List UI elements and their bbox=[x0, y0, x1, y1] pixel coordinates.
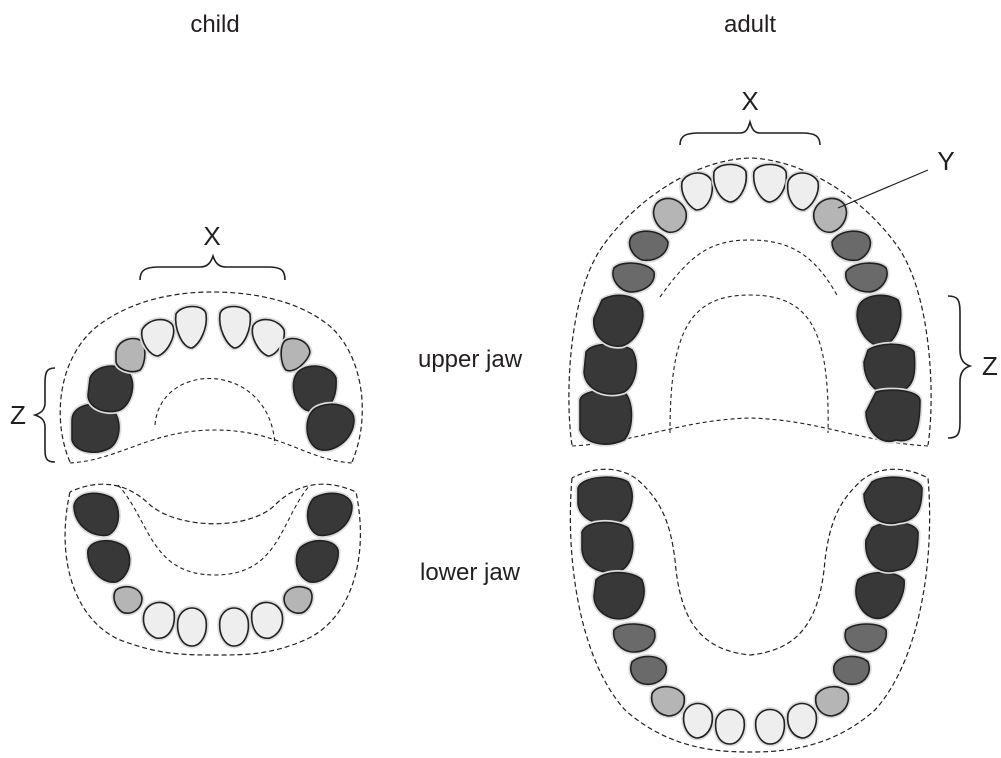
molar-tooth bbox=[594, 573, 644, 619]
adult-upper-palate-inner bbox=[670, 295, 828, 433]
adult-upper-jaw bbox=[569, 158, 931, 446]
molar-tooth bbox=[308, 493, 352, 535]
child-upper-jaw bbox=[60, 292, 362, 463]
adult-x-brace bbox=[680, 122, 820, 145]
incisor-tooth bbox=[144, 602, 175, 638]
molar-tooth bbox=[578, 477, 632, 524]
molar-tooth bbox=[864, 344, 915, 393]
molar-tooth bbox=[864, 477, 922, 523]
molar-tooth bbox=[584, 344, 636, 394]
adult-upper-teeth bbox=[580, 165, 920, 445]
child-lower-jaw bbox=[65, 484, 360, 655]
label-lower-jaw: lower jaw bbox=[420, 559, 521, 586]
adult-lower-teeth bbox=[578, 477, 922, 744]
title-child: child bbox=[190, 11, 239, 38]
incisor-tooth bbox=[756, 710, 785, 745]
molar-tooth bbox=[296, 541, 338, 582]
premolar-tooth bbox=[834, 656, 869, 684]
molar-tooth bbox=[866, 522, 918, 571]
molar-tooth bbox=[307, 404, 354, 450]
canine-tooth bbox=[284, 587, 312, 614]
molar-tooth bbox=[866, 390, 920, 441]
incisor-tooth bbox=[716, 710, 745, 745]
child-z-label: Z bbox=[10, 400, 26, 430]
incisor-tooth bbox=[788, 704, 817, 739]
adult-y-pointer bbox=[838, 170, 928, 208]
adult-y-label: Y bbox=[937, 146, 954, 176]
adult-z-brace bbox=[948, 296, 970, 438]
molar-tooth bbox=[580, 390, 632, 444]
incisor-tooth bbox=[684, 704, 713, 739]
child-x-label: X bbox=[203, 221, 220, 251]
adult-x-label: X bbox=[741, 86, 758, 116]
canine-tooth bbox=[114, 587, 142, 614]
incisor-tooth bbox=[178, 608, 207, 646]
child-z-brace bbox=[35, 368, 55, 462]
title-adult: adult bbox=[724, 11, 776, 38]
child-lower-teeth bbox=[74, 493, 352, 646]
adult-upper-palate-arc bbox=[660, 240, 838, 297]
adult-z-label: Z bbox=[982, 351, 998, 381]
molar-tooth bbox=[74, 493, 118, 535]
incisor-tooth bbox=[220, 608, 249, 646]
label-upper-jaw: upper jaw bbox=[418, 346, 523, 373]
child-lower-palate bbox=[118, 485, 310, 575]
molar-tooth bbox=[856, 573, 904, 619]
molar-tooth bbox=[88, 541, 130, 582]
incisor-tooth bbox=[252, 602, 283, 638]
premolar-tooth bbox=[631, 656, 666, 684]
canine-tooth bbox=[116, 339, 145, 372]
child-x-brace bbox=[140, 256, 285, 280]
molar-tooth bbox=[582, 522, 633, 572]
adult-lower-jaw bbox=[570, 469, 929, 752]
